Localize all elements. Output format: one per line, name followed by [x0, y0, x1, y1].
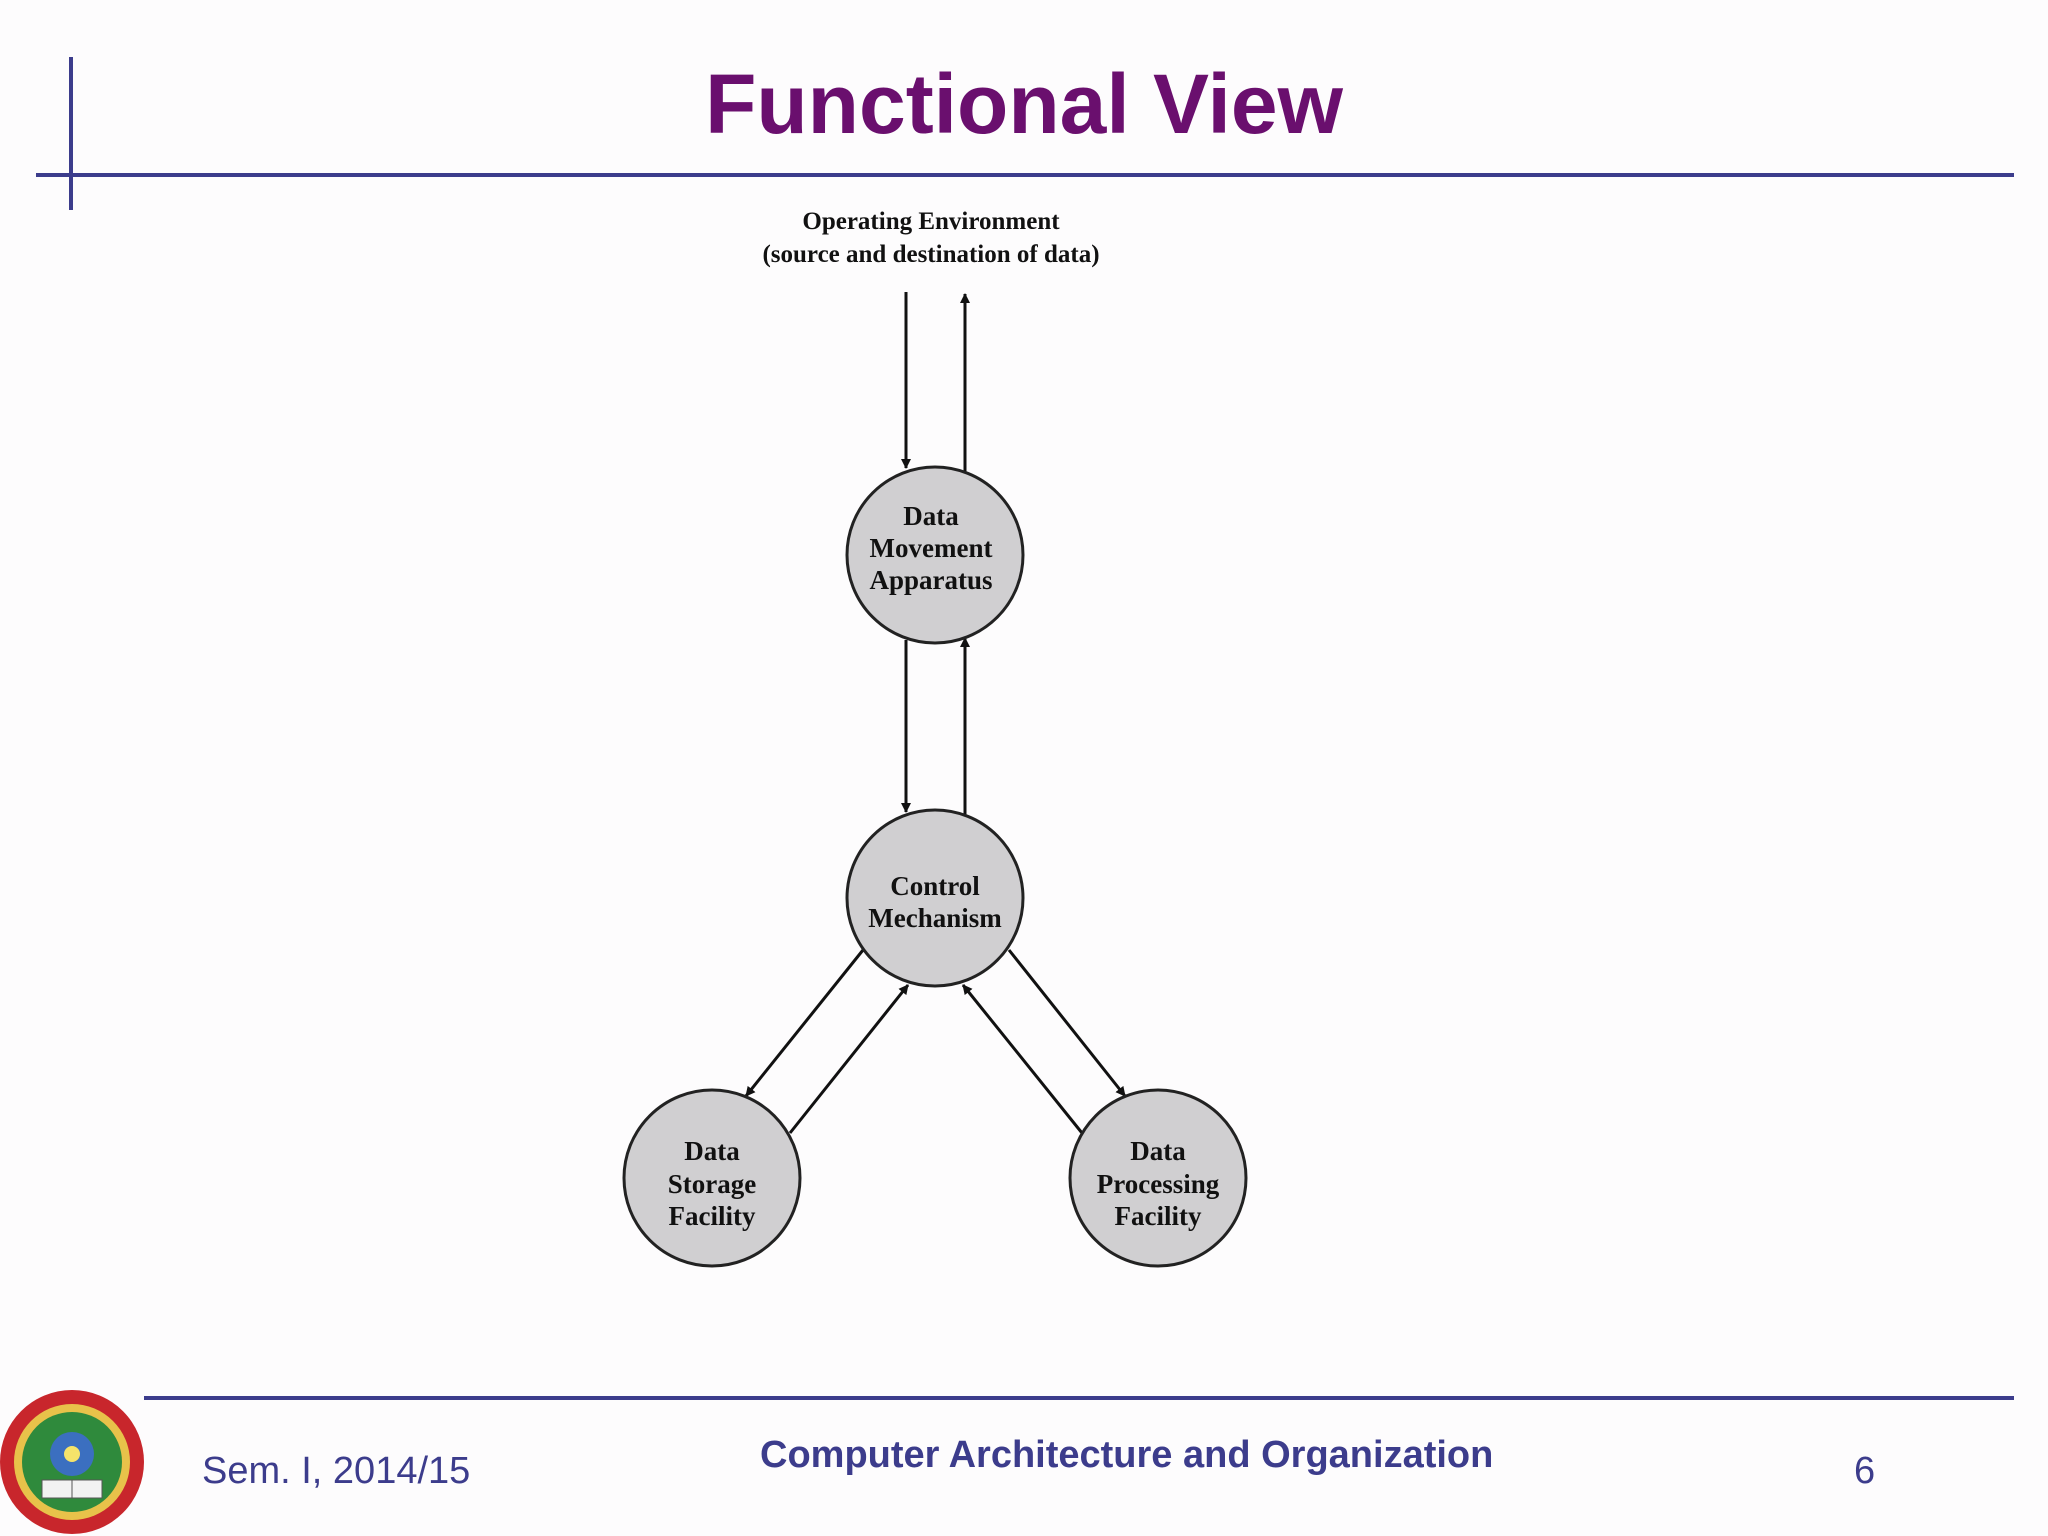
- title-horizontal-rule: [36, 173, 2014, 177]
- node-label-line: Control: [890, 871, 980, 901]
- node-data-movement-apparatus: Data Movement Apparatus: [845, 465, 1025, 645]
- slide-title: Functional View: [705, 57, 1343, 151]
- footer-page-number: 6: [1854, 1450, 1876, 1492]
- node-label-line: Facility: [1115, 1201, 1202, 1231]
- arrow-processing-to-control: [961, 984, 1084, 1134]
- node-data-processing-facility: Data Processing Facility: [1068, 1088, 1248, 1268]
- arrow-control-to-processing: [1007, 949, 1127, 1097]
- node-label-line: Facility: [669, 1201, 756, 1231]
- node-circle: [845, 465, 1025, 645]
- arrow-storage-to-control: [788, 984, 910, 1134]
- node-label-line: Data: [684, 1136, 740, 1166]
- environment-label-line1: Operating Environment: [802, 208, 1060, 235]
- environment-label-line2: (source and destination of data): [762, 241, 1099, 268]
- node-label-line: Storage: [668, 1169, 756, 1199]
- footer-semester: Sem. I, 2014/15: [202, 1450, 471, 1492]
- node-circle: [1068, 1088, 1248, 1268]
- node-label-line: Apparatus: [869, 565, 992, 595]
- university-seal-icon: [0, 1390, 144, 1534]
- node-label-line: Data: [903, 501, 959, 531]
- node-label-line: Data: [1130, 1136, 1186, 1166]
- functional-view-diagram: Operating Environment (source and destin…: [622, 208, 1248, 1268]
- footer-course-title: Computer Architecture and Organization: [760, 1434, 1494, 1476]
- title-vertical-rule: [69, 57, 73, 210]
- node-data-storage-facility: Data Storage Facility: [622, 1088, 802, 1268]
- node-control-mechanism: Control Mechanism: [845, 808, 1025, 988]
- arrow-control-to-storage: [744, 949, 865, 1097]
- node-circle: [845, 808, 1025, 988]
- node-circle: [622, 1088, 802, 1268]
- node-label-line: Movement: [870, 533, 993, 563]
- footer-rule: [144, 1396, 2014, 1400]
- node-label-line: Processing: [1097, 1169, 1220, 1199]
- node-label-line: Mechanism: [868, 903, 1002, 933]
